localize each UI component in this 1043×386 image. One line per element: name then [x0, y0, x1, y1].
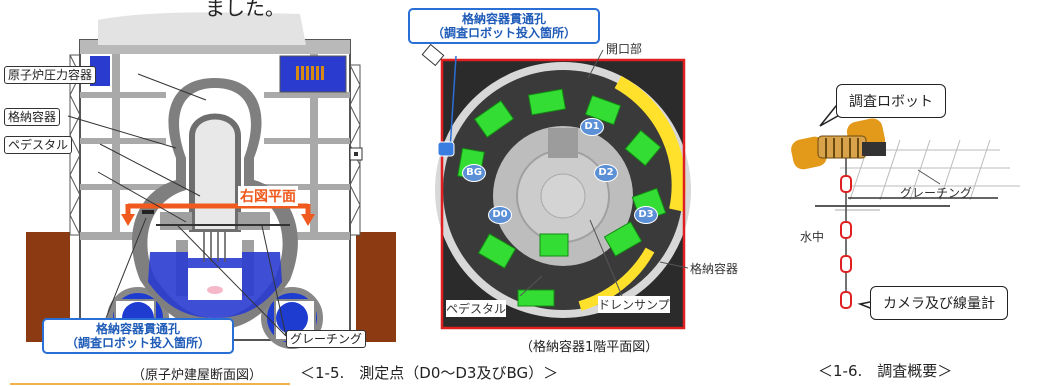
label-underwater: 水中 [800, 230, 825, 244]
label-pcv-plan: 格納容器 [690, 262, 739, 276]
penetration-callout-title: 格納容器貫通孔 [461, 12, 546, 26]
label-pedestal: ペデスタル [4, 136, 73, 154]
top-text-fragment: ました。 [205, 0, 285, 20]
penetration-callout-middle: 格納容器貫通孔 （調査ロボット投入箇所） [408, 8, 600, 44]
label-grating-overview: グレーチング [900, 186, 973, 200]
plan-frame [440, 58, 686, 330]
label-pedestal-plan: ペデスタル [446, 300, 507, 317]
figure-caption-1-5: ＜1-5. 測定点（D0～D3及びBG）＞ [300, 364, 559, 382]
point-d2: D2 [594, 164, 618, 182]
label-grating: グレーチング [286, 330, 367, 348]
penetration-callout-title: 格納容器貫通孔 [95, 322, 180, 336]
label-plane: 右図平面 [238, 186, 298, 206]
camera-label-bubble: カメラ及び線量計 [870, 286, 1008, 320]
point-d1: D1 [580, 118, 604, 136]
yellow-arc [614, 75, 686, 212]
figure-caption-1-6: ＜1-6. 調査概要＞ [818, 362, 953, 380]
penetration-callout-left: 格納容器貫通孔 （調査ロボット投入箇所） [42, 318, 234, 354]
ground-right [356, 232, 396, 342]
rpv-shell [189, 113, 241, 235]
penetration-callout-sub: （調査ロボット投入箇所） [65, 336, 210, 350]
point-bg: BG [462, 164, 486, 182]
penetration-callout-sub: （調査ロボット投入箇所） [431, 26, 576, 40]
label-drain-sump: ドレンサンプ [598, 296, 670, 313]
label-pcv: 格納容器 [4, 108, 61, 126]
point-d3: D3 [634, 206, 658, 224]
caption-floor-plan: （格納容器1階平面図） [520, 340, 659, 355]
label-rpv: 原子炉圧力容器 [4, 66, 97, 84]
caption-underline [10, 383, 290, 385]
label-opening: 開口部 [606, 42, 643, 56]
robot-label-bubble: 調査ロボット [836, 84, 946, 118]
point-d0: D0 [488, 206, 512, 224]
caption-building-section: （原子炉建屋断面図） [132, 368, 263, 383]
robot-body [791, 118, 886, 170]
